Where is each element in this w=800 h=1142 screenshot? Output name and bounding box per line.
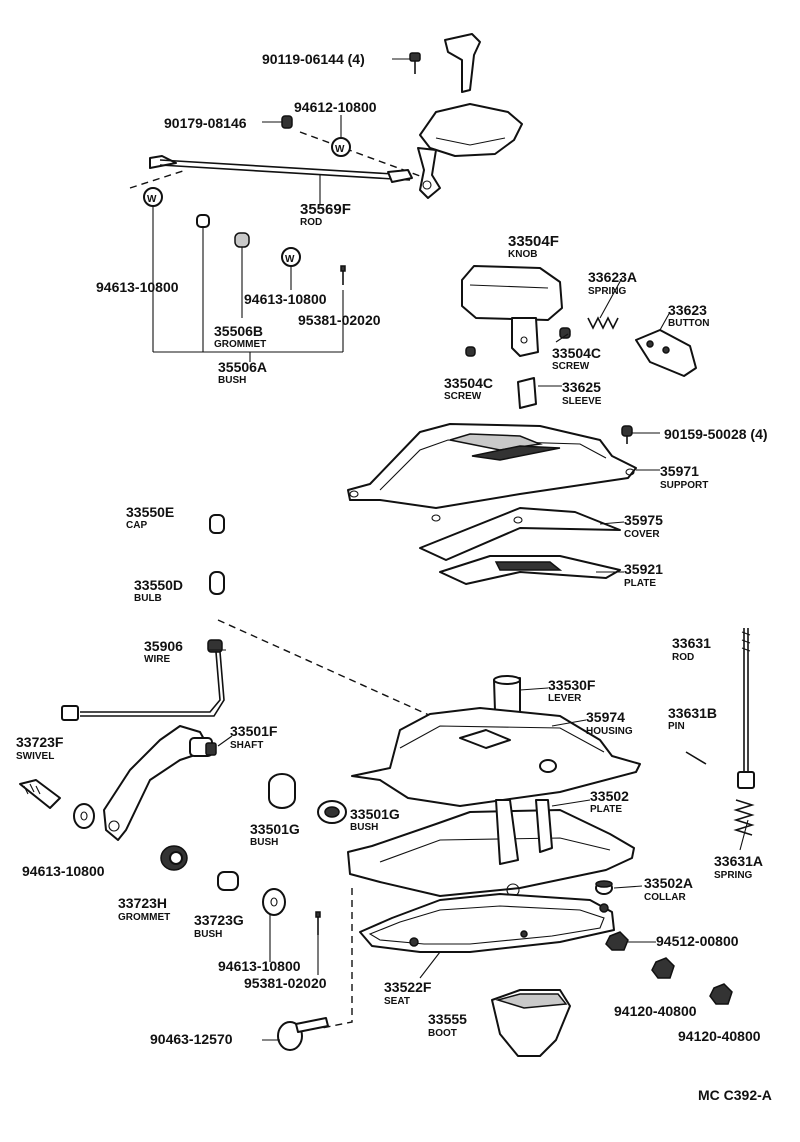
name-wire-35906: WIRE <box>144 654 170 665</box>
name-spring-33623A: SPRING <box>588 286 627 297</box>
name-cap-33550E: CAP <box>126 520 147 531</box>
label-90159-50028: 90159-50028 (4) <box>664 426 768 442</box>
label-94612-10800: 94612-10800 <box>294 99 377 115</box>
label-35974: 35974 <box>586 709 625 725</box>
label-94613-10800-c: 94613-10800 <box>22 863 105 879</box>
leader-lines <box>208 277 749 1041</box>
label-35569F: 35569F <box>300 201 351 218</box>
label-35506B: 35506B <box>214 323 263 339</box>
label-33522F: 33522F <box>384 979 432 995</box>
name-cover-35975: COVER <box>624 529 660 540</box>
name-bush-33501G-b: BUSH <box>350 822 378 833</box>
label-33501G-b: 33501G <box>350 806 400 822</box>
name-plate-35921: PLATE <box>624 578 656 589</box>
label-95381-02020-a: 95381-02020 <box>298 312 381 328</box>
label-33723H: 33723H <box>118 895 167 911</box>
label-33550E: 33550E <box>126 504 174 520</box>
svg-text:W: W <box>285 254 295 265</box>
name-spring-33631A: SPRING <box>714 870 753 881</box>
label-35506A: 35506A <box>218 359 267 375</box>
lower-housing <box>277 675 641 1057</box>
label-90463-12570: 90463-12570 <box>150 1031 233 1047</box>
name-sleeve-33625: SLEEVE <box>562 396 602 407</box>
name-bush-35506A: BUSH <box>218 375 246 386</box>
name-boot-33555: BOOT <box>428 1028 457 1039</box>
name-housing-35974: HOUSING <box>586 726 633 737</box>
label-94613-10800-d: 94613-10800 <box>218 958 301 974</box>
label-35971: 35971 <box>660 463 699 479</box>
label-33504C-a: 33504C <box>552 345 601 361</box>
label-33504F: 33504F <box>508 233 559 250</box>
label-33631A: 33631A <box>714 853 763 869</box>
diagram-reference-code: MC C392-A <box>698 1087 772 1103</box>
label-94120-40800-a: 94120-40800 <box>614 1003 697 1019</box>
name-lever-33530F: LEVER <box>548 693 582 704</box>
label-33504C-b: 33504C <box>444 375 493 391</box>
label-33502A: 33502A <box>644 875 693 891</box>
label-35921: 35921 <box>624 561 663 577</box>
name-rod-33631: ROD <box>672 652 694 663</box>
bolt-90119-06144 <box>409 52 421 74</box>
svg-text:W: W <box>147 194 157 205</box>
name-plate-33502: PLATE <box>590 804 622 815</box>
name-rod-35569F: ROD <box>300 217 322 228</box>
label-35906: 35906 <box>144 638 183 654</box>
name-pin-33631B: PIN <box>668 721 685 732</box>
cap-bulb-wire <box>61 514 441 721</box>
label-33550D: 33550D <box>134 577 183 593</box>
name-shaft-33501F: SHAFT <box>230 740 263 751</box>
name-bush-33723G: BUSH <box>194 929 222 940</box>
label-94613-10800-a: 94613-10800 <box>96 279 179 295</box>
name-grommet-33723H: GROMMET <box>118 912 170 923</box>
label-33501F: 33501F <box>230 723 278 739</box>
name-button-33623: BUTTON <box>668 318 709 329</box>
label-33631: 33631 <box>672 635 711 651</box>
label-33625: 33625 <box>562 379 601 395</box>
label-94613-10800-b: 94613-10800 <box>244 291 327 307</box>
name-support-35971: SUPPORT <box>660 480 708 491</box>
label-33530F: 33530F <box>548 677 596 693</box>
support-cover-plate <box>347 423 660 585</box>
name-seat-33522F: SEAT <box>384 996 410 1007</box>
label-33723F: 33723F <box>16 734 64 750</box>
name-bush-33501G-a: BUSH <box>250 837 278 848</box>
name-swivel-33723F: SWIVEL <box>16 751 54 762</box>
name-screw-33504C-b: SCREW <box>444 391 482 402</box>
name-knob-33504F: KNOB <box>508 249 537 260</box>
svg-text:W: W <box>335 144 345 155</box>
label-33723G: 33723G <box>194 912 244 928</box>
shaft-swivel-bushes <box>19 725 347 975</box>
top-shifter-assembly: W W W <box>129 33 523 362</box>
label-95381-02020-b: 95381-02020 <box>244 975 327 991</box>
right-rod-and-nuts <box>605 628 755 1005</box>
label-33631B: 33631B <box>668 705 717 721</box>
label-33623A: 33623A <box>588 269 637 285</box>
name-grommet-35506B: GROMMET <box>214 339 266 350</box>
knob-group <box>461 265 697 409</box>
name-screw-33504C-a: SCREW <box>552 361 590 372</box>
name-collar-33502A: COLLAR <box>644 892 686 903</box>
label-33501G-a: 33501G <box>250 821 300 837</box>
label-90179-08146: 90179-08146 <box>164 115 247 131</box>
label-33555: 33555 <box>428 1011 467 1027</box>
name-bulb-33550D: BULB <box>134 593 162 604</box>
label-94120-40800-b: 94120-40800 <box>678 1028 761 1044</box>
label-33623: 33623 <box>668 302 707 318</box>
label-94512-00800: 94512-00800 <box>656 933 739 949</box>
label-33502: 33502 <box>590 788 629 804</box>
part-labels: 90119-06144 (4) 94612-10800 90179-08146 … <box>16 51 772 1103</box>
label-35975: 35975 <box>624 512 663 528</box>
label-90119-06144: 90119-06144 (4) <box>262 51 365 67</box>
